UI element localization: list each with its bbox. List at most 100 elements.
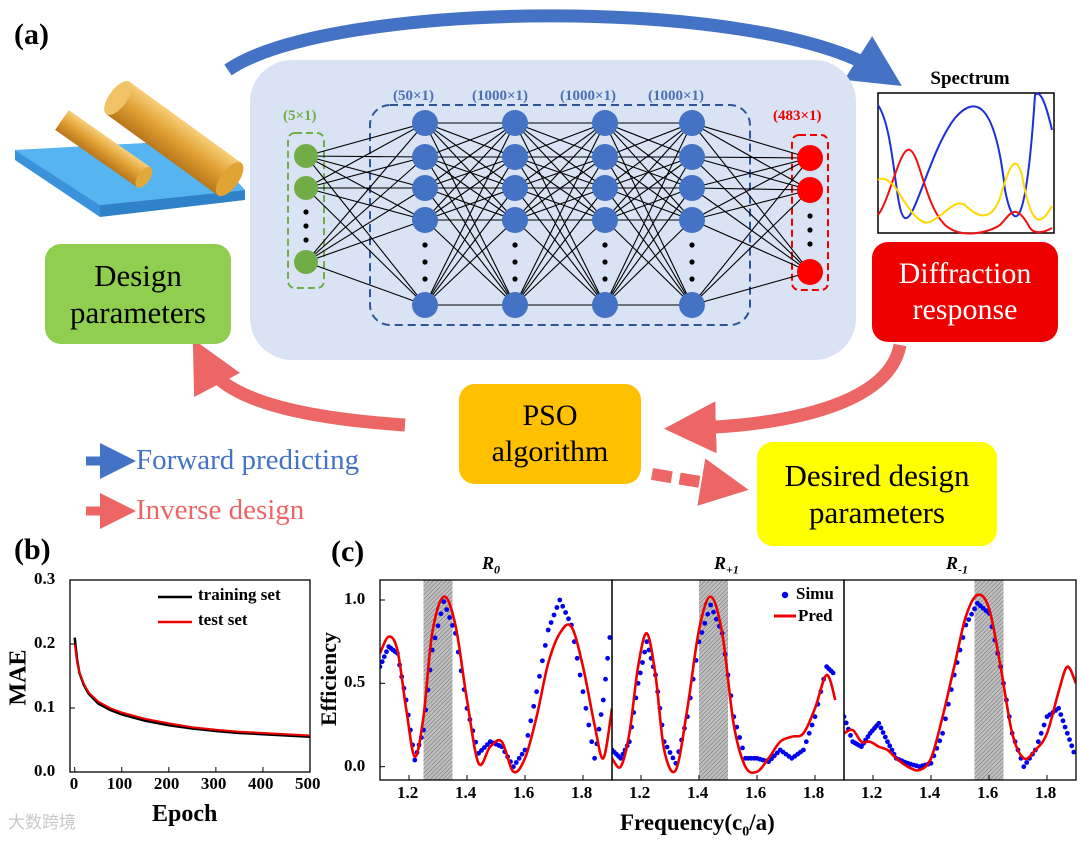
network-edge [691, 189, 811, 221]
network-edge [305, 261, 426, 306]
hidden-layers-frame [369, 104, 751, 326]
x-tick-label: 400 [247, 774, 274, 793]
simu-dot [479, 748, 484, 753]
watermark: 大数跨境 [8, 813, 76, 833]
ellipsis-dot [422, 242, 428, 248]
spectrum-blue-curve [877, 92, 1053, 219]
simu-dot [548, 620, 554, 625]
network-edges [305, 122, 811, 306]
network-edge [305, 156, 426, 263]
network-edge [604, 219, 693, 306]
simu-dot [412, 757, 418, 763]
ellipsis-dot [303, 209, 309, 215]
simu-dot [1038, 730, 1044, 736]
forward-arrow-top [224, 9, 902, 87]
network-edge [424, 156, 516, 189]
dashed-arrow-to-desired [651, 458, 749, 506]
hidden1-dim-label: (50×1) [393, 88, 435, 104]
network-node-3 [592, 175, 618, 201]
network-edge [691, 156, 811, 273]
network-edge [305, 155, 426, 158]
simu-dot [848, 733, 853, 738]
network-edge [305, 187, 426, 221]
network-edge [424, 156, 516, 221]
simu-dot [545, 627, 551, 633]
simu-dot [640, 660, 645, 665]
mae-chart [69, 579, 311, 773]
network-edge [514, 156, 606, 189]
simu-dot [1024, 760, 1030, 765]
efficiency-plot-frame [843, 579, 1077, 781]
simu-dot [435, 623, 441, 629]
simu-dot [714, 616, 719, 622]
x-tick-label: 200 [153, 774, 180, 793]
network-node-0 [294, 144, 318, 168]
network-edge [604, 187, 693, 306]
simu-dot [667, 750, 673, 755]
y-tick-label: 0.3 [34, 569, 56, 588]
network-node-3 [592, 207, 618, 233]
pso-algorithm-line2: algorithm [491, 435, 609, 468]
simu-dot [943, 716, 948, 722]
network-node-4 [679, 292, 705, 318]
network-edge [305, 187, 426, 263]
network-edge [691, 157, 811, 306]
y-tick-label: 0.5 [344, 672, 366, 692]
network-edge [604, 122, 693, 306]
panel-label-a: (a) [14, 18, 49, 51]
simu-dot [482, 745, 487, 750]
simu-dot [1069, 743, 1075, 749]
network-edge [691, 157, 811, 189]
simu-dot [882, 734, 888, 740]
network-node-2 [502, 207, 528, 233]
network-node-2 [502, 110, 528, 136]
hidden4-dim-label: (1000×1) [648, 88, 705, 104]
network-edge [514, 122, 606, 189]
simu-dot [806, 730, 812, 736]
network-edge [691, 157, 811, 221]
simu-dot [592, 755, 597, 761]
network-edge [514, 156, 606, 221]
simu-dot [381, 654, 387, 660]
simu-dot [865, 734, 871, 740]
simu-dot [534, 689, 539, 695]
diffraction-response-line2: response [912, 293, 1018, 326]
simu-dot [1064, 730, 1070, 736]
simu-dot [432, 635, 438, 641]
ellipsis-dot [602, 242, 608, 248]
simu-dot [566, 616, 571, 622]
ellipsis-dot [512, 276, 518, 282]
network-edge [604, 122, 693, 158]
forward-predicting-label: Forward predicting [136, 444, 360, 476]
legend-training-set: training set [198, 585, 281, 604]
desired-design-line2: parameters [809, 495, 945, 530]
simu-dot [972, 606, 977, 612]
legend-pred: Pred [798, 606, 833, 625]
input-layer-frame [287, 132, 325, 289]
x-tick-label: 100 [106, 774, 133, 793]
simu-dot [876, 720, 882, 726]
subplot-title: R+1 [714, 553, 739, 577]
network-node-3 [592, 110, 618, 136]
network-edge [424, 187, 516, 306]
y-axis-title-mae: MAE [5, 649, 32, 706]
network-edge [424, 187, 516, 221]
ellipsis-dot [807, 213, 813, 219]
simu-dot [380, 659, 385, 665]
network-edge [514, 122, 606, 221]
spectrum-frame [877, 92, 1055, 234]
simu-dot [1035, 739, 1041, 745]
output-layer-frame [791, 134, 829, 291]
panel-label-b: (b) [14, 533, 51, 566]
simu-dot [880, 730, 886, 735]
network-edge [514, 219, 606, 306]
series-line-test [73, 643, 311, 737]
simu-dot [740, 745, 745, 751]
legend-simu: Simu [796, 584, 834, 603]
simu-dot [447, 615, 452, 620]
y-tick-label: 0.1 [34, 697, 56, 716]
network-edge [305, 122, 426, 263]
